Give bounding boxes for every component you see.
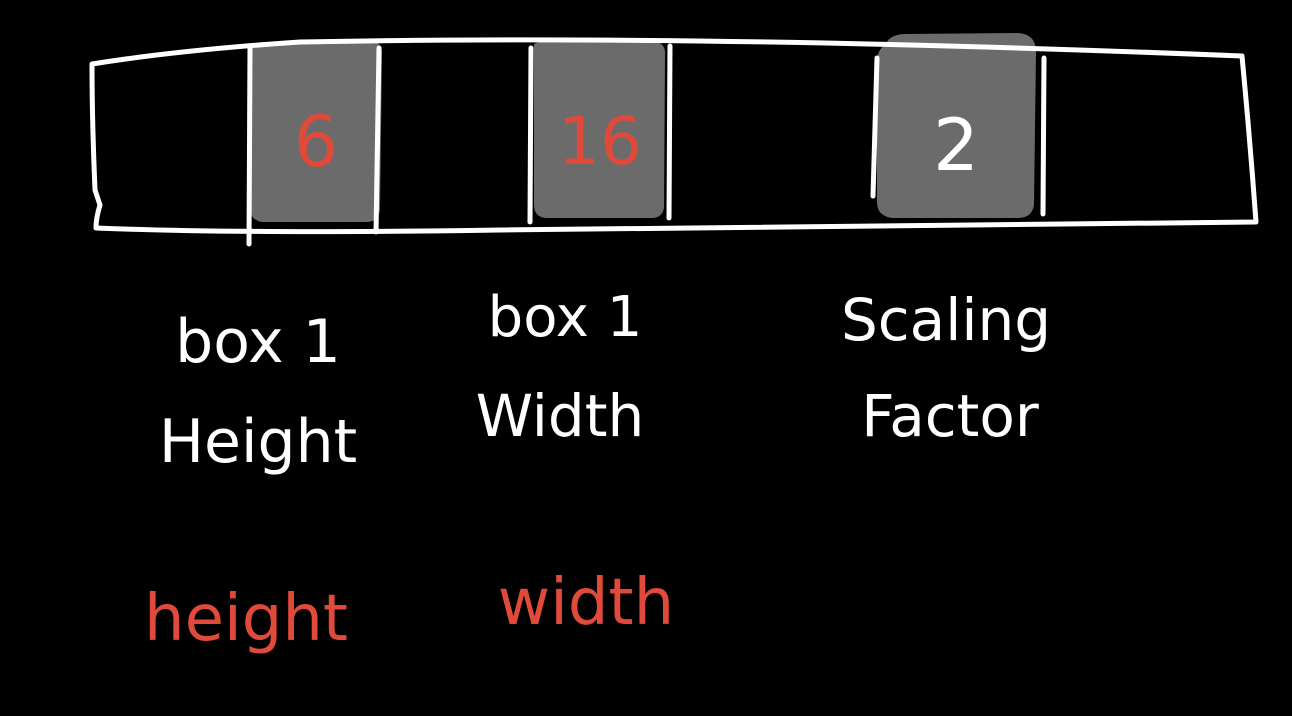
variable-height: height [144,582,348,656]
label-scaling-factor-line1: Scaling [841,286,1051,354]
label-box1-width-line2: Width [476,382,645,450]
divider-1 [246,45,253,247]
label-box1-height-line2: Height [159,407,357,477]
variable-width: width [498,566,674,640]
divider-4 [666,43,673,221]
cell-fill-scaling [877,33,1036,218]
cell-value-width: 16 [558,103,642,180]
label-box1-width-line1: box 1 [488,285,643,350]
cell-value-scaling-factor: 2 [933,103,979,187]
array-outline [89,37,1259,235]
label-scaling-factor-line2: Factor [861,382,1039,450]
divider-2 [373,45,382,235]
divider-3 [527,45,534,225]
divider-6 [1040,55,1047,217]
cell-fill-width [533,42,666,218]
cell-value-height: 6 [294,101,339,183]
divider-5 [870,55,880,199]
label-box1-height-line1: box 1 [175,307,341,377]
cell-fill-height [250,41,383,222]
